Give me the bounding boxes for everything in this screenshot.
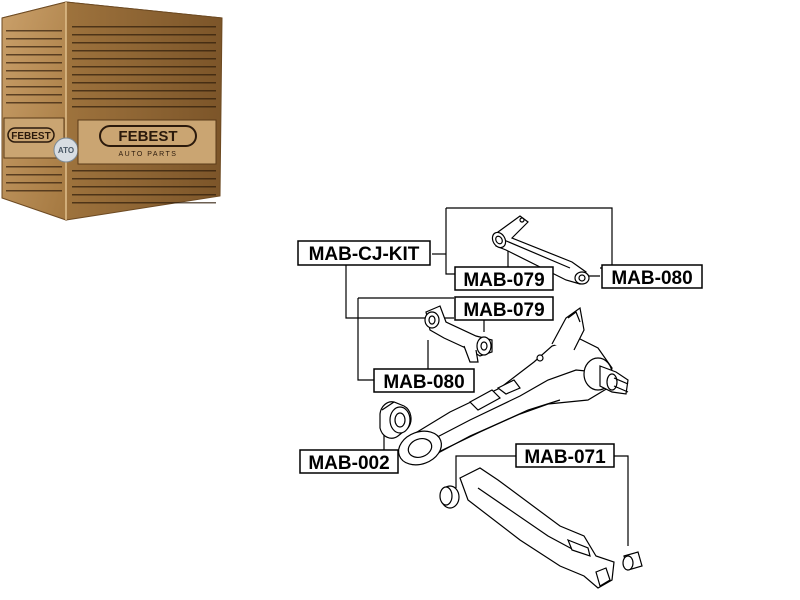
label-bush-002: MAB-002: [299, 449, 399, 474]
label-arm-071: MAB-071: [515, 443, 615, 468]
label-mid-079-text: MAB-079: [463, 300, 544, 321]
label-top-080-text: MAB-080: [611, 268, 692, 289]
label-top-079-text: MAB-079: [463, 270, 544, 291]
upper-link-top: [491, 215, 590, 285]
lower-arm: [439, 467, 643, 589]
label-mid-080: MAB-080: [373, 368, 475, 393]
product-box: FEBEST ATO FEBEST AUTO PARTS: [1, 1, 223, 221]
label-kit: MAB-CJ-KIT: [297, 240, 431, 266]
ato-badge-text: ATO: [58, 146, 74, 155]
box-pattern-left: [6, 30, 62, 192]
label-kit-text: MAB-CJ-KIT: [309, 244, 420, 265]
febest-logo-large: [99, 125, 197, 147]
label-mid-080-text: MAB-080: [383, 372, 464, 393]
box-pattern-right: [72, 26, 216, 204]
label-mid-079: MAB-079: [454, 296, 554, 321]
brand-name-small: FEBEST: [11, 131, 50, 142]
label-top-080: MAB-080: [601, 264, 703, 289]
brand-name-large: FEBEST: [118, 128, 177, 145]
label-arm-071-text: MAB-071: [524, 447, 606, 468]
bushing-002: [379, 401, 412, 439]
label-bush-002-text: MAB-002: [308, 453, 389, 474]
upper-link-mid: [424, 305, 493, 363]
label-top-079: MAB-079: [454, 266, 554, 291]
brand-subtitle: AUTO PARTS: [119, 151, 178, 158]
trailing-arm: [398, 306, 629, 466]
febest-logo-small: [7, 127, 55, 143]
